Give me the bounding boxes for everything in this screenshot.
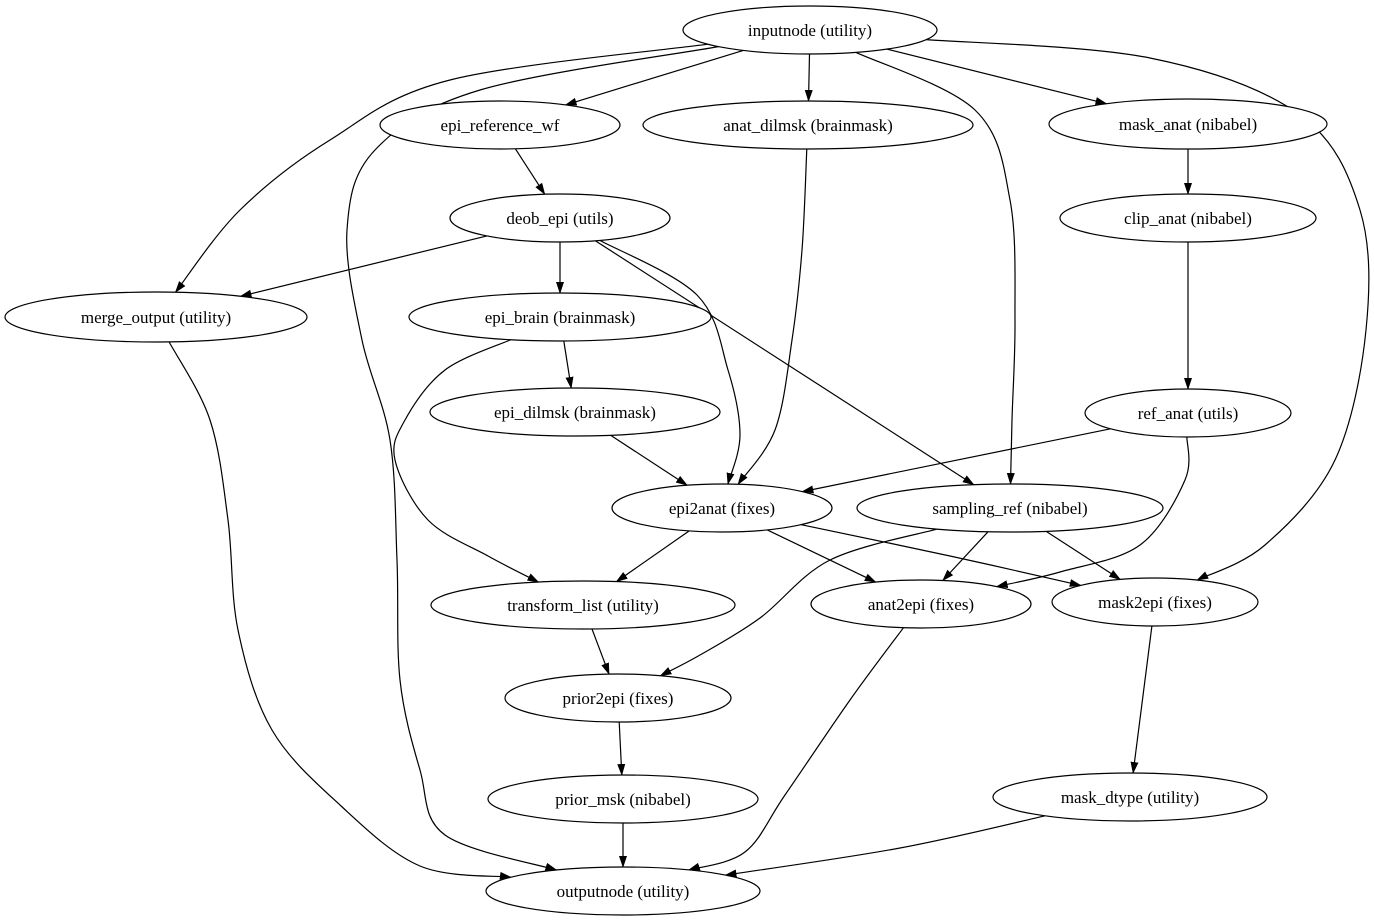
node-merge_output: merge_output (utility) (4, 291, 308, 343)
node-ref_anat: ref_anat (utils) (1084, 388, 1292, 438)
edge-ref_anat-epi2anat (801, 428, 1111, 494)
node-ellipse-merge_output (4, 291, 308, 343)
node-outputnode: outputnode (utility) (485, 866, 761, 916)
node-ellipse-anat2epi (810, 579, 1032, 629)
node-mask_dtype: mask_dtype (utility) (992, 772, 1268, 822)
edge-sampling_ref-mask2epi (1045, 530, 1122, 580)
node-label-epi_dilmsk: epi_dilmsk (brainmask) (494, 403, 656, 422)
edge-epi2anat-mask2epi (801, 524, 1082, 587)
node-label-mask2epi: mask2epi (fixes) (1098, 593, 1212, 612)
node-ellipse-prior2epi (504, 673, 732, 723)
edge-deob_epi-sampling_ref (594, 240, 975, 486)
node-ellipse-mask_anat (1048, 98, 1328, 150)
node-label-inputnode: inputnode (utility) (748, 21, 872, 40)
node-ellipse-clip_anat (1059, 193, 1317, 243)
nodes-layer: inputnode (utility) epi_reference_wf anat_… (4, 5, 1328, 916)
node-ellipse-mask2epi (1051, 577, 1259, 627)
edge-mask_dtype-outputnode (724, 815, 1046, 878)
node-epi_reference_wf: epi_reference_wf (379, 100, 621, 150)
node-ellipse-mask_dtype (992, 772, 1268, 822)
node-ellipse-epi_brain (408, 292, 712, 342)
node-label-prior_msk: prior_msk (nibabel) (555, 790, 691, 809)
edge-inputnode-mask_anat (886, 48, 1108, 105)
edge-merge_output-outputnode (168, 341, 512, 880)
edge-epi_brain-epi_dilmsk (563, 340, 574, 389)
node-label-outputnode: outputnode (utility) (557, 882, 690, 901)
node-label-mask_dtype: mask_dtype (utility) (1061, 788, 1199, 807)
node-label-ref_anat: ref_anat (utils) (1138, 404, 1239, 423)
node-label-epi2anat: epi2anat (fixes) (669, 499, 775, 518)
node-epi_brain: epi_brain (brainmask) (408, 292, 712, 342)
edge-epi2anat-transform_list (615, 530, 690, 583)
node-label-prior2epi: prior2epi (fixes) (563, 689, 674, 708)
node-ellipse-transform_list (430, 580, 736, 630)
node-clip_anat: clip_anat (nibabel) (1059, 193, 1317, 243)
node-ellipse-prior_msk (487, 774, 759, 824)
edge-anat_dilmsk-epi2anat (737, 148, 808, 486)
node-prior_msk: prior_msk (nibabel) (487, 774, 759, 824)
edge-inputnode-merge_output (174, 43, 708, 293)
edge-sampling_ref-anat2epi (942, 531, 989, 582)
node-label-anat2epi: anat2epi (fixes) (868, 595, 974, 614)
node-ellipse-deob_epi (449, 193, 671, 243)
edge-anat2epi-outputnode (687, 627, 904, 871)
node-ellipse-epi2anat (611, 483, 833, 533)
node-label-anat_dilmsk: anat_dilmsk (brainmask) (723, 116, 893, 135)
node-label-sampling_ref: sampling_ref (nibabel) (932, 499, 1087, 518)
node-prior2epi: prior2epi (fixes) (504, 673, 732, 723)
edge-inputnode-outputnode (346, 46, 719, 871)
edge-inputnode-mask2epi (926, 39, 1370, 581)
edge-epi2anat-anat2epi (767, 529, 877, 583)
edge-inputnode-anat_dilmsk (804, 53, 813, 102)
node-ellipse-ref_anat (1084, 388, 1292, 438)
node-inputnode: inputnode (utility) (682, 5, 938, 55)
edge-epi_dilmsk-epi2anat (610, 434, 688, 486)
edge-deob_epi-merge_output (239, 235, 488, 298)
edge-inputnode-epi_reference_wf (564, 49, 744, 106)
node-ellipse-epi_dilmsk (429, 387, 721, 437)
edge-prior2epi-prior_msk (617, 721, 626, 776)
edge-sampling_ref-prior2epi (659, 528, 938, 677)
edge-epi_brain-transform_list (393, 339, 540, 583)
edge-transform_list-prior2epi (591, 628, 610, 676)
node-ellipse-sampling_ref (856, 483, 1164, 533)
edge-mask2epi-mask_dtype (1130, 625, 1153, 774)
node-label-epi_reference_wf: epi_reference_wf (441, 116, 560, 135)
node-label-clip_anat: clip_anat (nibabel) (1124, 209, 1252, 228)
node-label-mask_anat: mask_anat (nibabel) (1119, 115, 1257, 134)
node-sampling_ref: sampling_ref (nibabel) (856, 483, 1164, 533)
edge-ref_anat-anat2epi (995, 436, 1190, 589)
node-ellipse-outputnode (485, 866, 761, 916)
node-label-transform_list: transform_list (utility) (507, 596, 659, 615)
node-epi2anat: epi2anat (fixes) (611, 483, 833, 533)
node-transform_list: transform_list (utility) (430, 580, 736, 630)
node-anat2epi: anat2epi (fixes) (810, 579, 1032, 629)
node-mask_anat: mask_anat (nibabel) (1048, 98, 1328, 150)
edges-layer (168, 39, 1370, 880)
node-label-deob_epi: deob_epi (utils) (506, 209, 613, 228)
node-ellipse-inputnode (682, 5, 938, 55)
edge-deob_epi-epi2anat (599, 239, 741, 485)
node-epi_dilmsk: epi_dilmsk (brainmask) (429, 387, 721, 437)
node-ellipse-epi_reference_wf (379, 100, 621, 150)
node-mask2epi: mask2epi (fixes) (1051, 577, 1259, 627)
node-deob_epi: deob_epi (utils) (449, 193, 671, 243)
node-label-epi_brain: epi_brain (brainmask) (485, 308, 636, 327)
node-label-merge_output: merge_output (utility) (81, 308, 231, 327)
edge-inputnode-sampling_ref (855, 51, 1016, 485)
node-ellipse-anat_dilmsk (642, 100, 974, 150)
edge-epi_reference_wf-deob_epi (514, 148, 546, 196)
node-anat_dilmsk: anat_dilmsk (brainmask) (642, 100, 974, 150)
